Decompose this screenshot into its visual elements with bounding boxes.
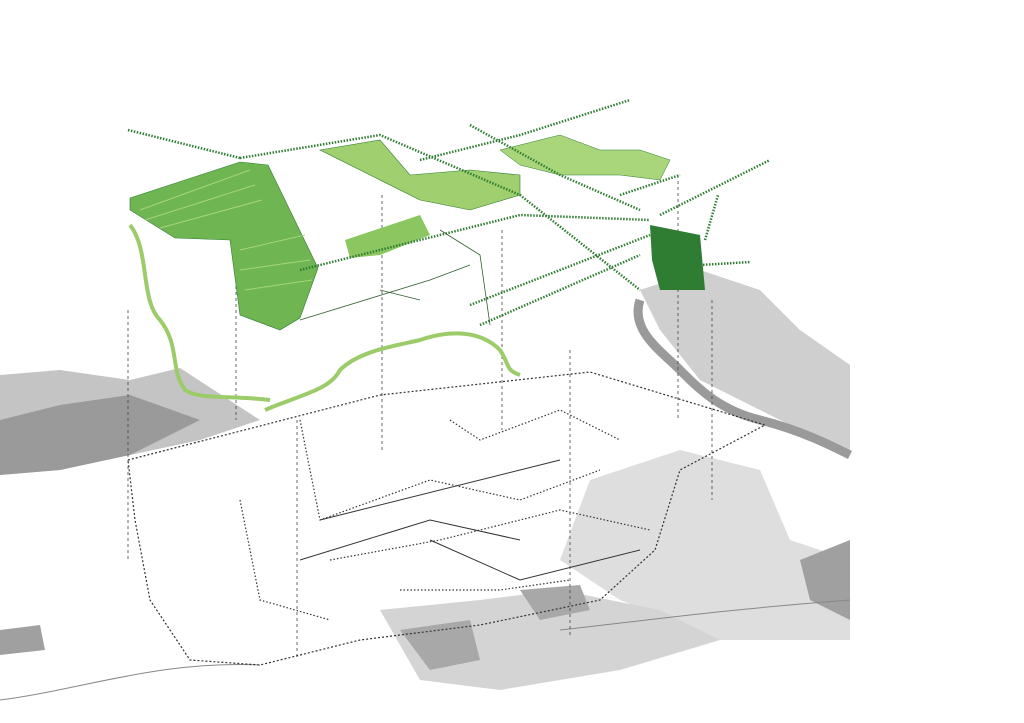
terrain-west-fields (0, 395, 200, 475)
west-field-block (129, 161, 319, 331)
terrain-south-dark (400, 585, 590, 670)
center-fields-2 (345, 215, 430, 258)
tree-line (469, 233, 651, 307)
tree-line (127, 128, 241, 160)
northeast-fields (499, 134, 671, 181)
tree-lines (127, 98, 771, 327)
canal (439, 229, 491, 326)
tree-line (703, 194, 720, 241)
south-stream (264, 331, 521, 412)
tree-line (419, 98, 631, 162)
terrain-sw (0, 625, 45, 655)
tree-line (479, 253, 641, 327)
tree-line (699, 260, 751, 267)
village-block (650, 225, 705, 290)
center-fields (319, 139, 521, 211)
tree-line (469, 123, 641, 212)
west-stream (128, 223, 271, 402)
inner-parcels (239, 409, 651, 621)
terrain-southeast (560, 450, 850, 640)
canals-lower (299, 459, 641, 581)
outer-boundary (127, 371, 767, 666)
green-network-layer (127, 98, 771, 412)
tree-line (659, 158, 771, 217)
canal-lines (299, 229, 491, 326)
base-terrain (0, 270, 853, 701)
river (633, 298, 853, 460)
tree-line (299, 213, 651, 272)
terrain-east (640, 270, 850, 455)
west-field-stripes (139, 169, 313, 291)
canal (379, 289, 421, 301)
canal (299, 264, 471, 321)
road (0, 599, 851, 701)
terrain-se-dark (800, 540, 850, 620)
terrain-south (380, 590, 720, 690)
boundary-layer (127, 371, 767, 666)
